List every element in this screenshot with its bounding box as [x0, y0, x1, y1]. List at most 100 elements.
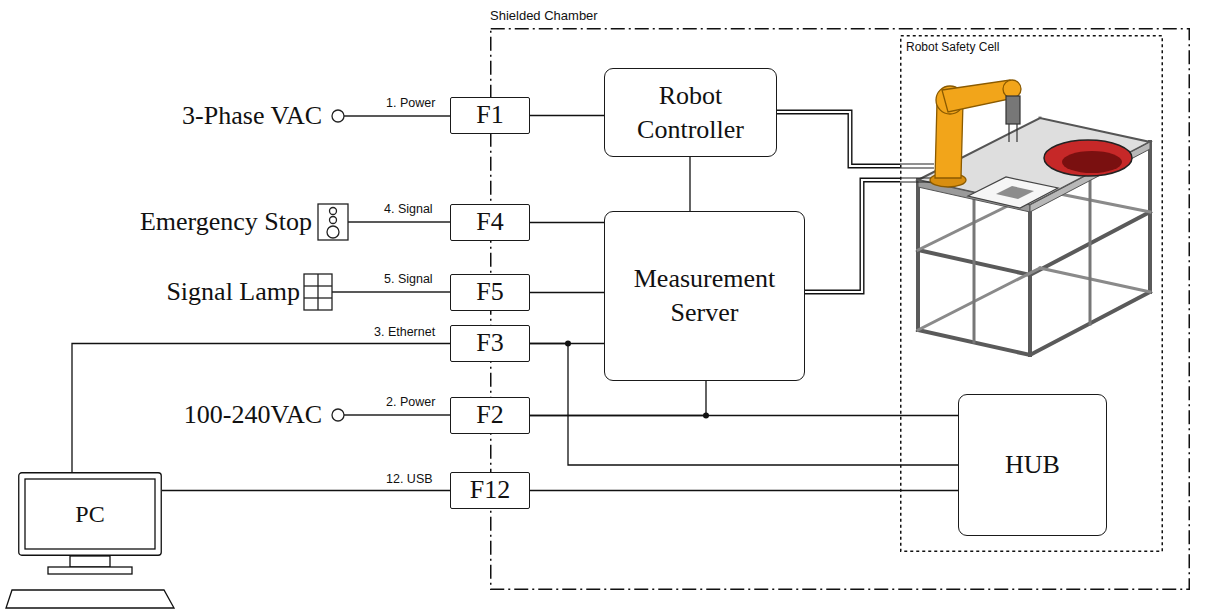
node-label: F2: [476, 401, 503, 430]
robot-gripper: [1006, 96, 1020, 142]
wire-label: 4. Signal: [384, 202, 433, 217]
node-label: F5: [476, 278, 503, 307]
signal-lamp-symbol: [317, 274, 318, 310]
wire-connector: [530, 490, 958, 491]
robot-arm: [942, 80, 1014, 112]
frame-profile: [1040, 268, 1150, 292]
robot-gripper: [1008, 124, 1009, 142]
emergency-stop-symbol: [330, 217, 337, 224]
node-label: F1: [476, 101, 503, 130]
monitor-outline: [25, 479, 155, 549]
frame-profile: [973, 192, 976, 342]
wire-label: 12. USB: [384, 472, 435, 487]
region-heading: Robot Safety Cell: [906, 40, 999, 54]
robot-cable: [900, 163, 934, 164]
wire-label: 3. Ethernet: [372, 325, 437, 340]
cable-core: [777, 112, 900, 166]
pc-monitor: PC: [18, 472, 162, 556]
connector-layer: [72, 112, 958, 491]
robot-cable: [900, 177, 934, 178]
safety-cell: Robot Safety CellHUB: [900, 35, 1163, 552]
monitor-outline: [19, 473, 162, 556]
server-box: Measurement Server: [604, 211, 805, 381]
frame-profile: [1028, 205, 1032, 355]
robot-arm: [930, 80, 1021, 187]
feedthrough-box: F4: [450, 204, 530, 241]
node-label: HUB: [1005, 448, 1060, 482]
wire-connector: [72, 344, 450, 473]
wire-connector: [530, 381, 706, 416]
feedthrough-box: F5: [450, 274, 530, 311]
frame-profile: [918, 292, 1150, 355]
red-opening-inner: [1062, 151, 1122, 173]
device-label: Signal Lamp: [166, 276, 300, 307]
hub-box: HUB: [958, 394, 1107, 536]
source-label: 100-240VAC: [184, 399, 322, 430]
emergency-stop-symbol: [327, 226, 339, 238]
emergency-stop-symbol: [330, 208, 337, 215]
node-label: Robot Controller: [613, 79, 768, 147]
wire-label: 2. Power: [386, 395, 435, 410]
frame-profile: [916, 180, 920, 330]
junction-dot: [703, 413, 709, 419]
region-outline: [491, 29, 1190, 590]
device-label: Emergency Stop: [140, 206, 312, 237]
frame-profile: [1089, 174, 1092, 324]
wire-connector: [530, 115, 604, 116]
source-label: 3-Phase VAC: [182, 100, 322, 131]
wire-connector: [689, 157, 690, 211]
wire-connector: [530, 222, 604, 223]
node-label: PC: [75, 500, 104, 529]
wire-connector: [530, 415, 958, 416]
monitor-outline: [48, 567, 132, 574]
source-wire: [344, 414, 450, 415]
robot-cable: [900, 164, 934, 182]
wire-connector: [162, 490, 450, 491]
frame-profile: [918, 268, 1040, 330]
cable-connector: [777, 112, 900, 166]
emergency-stop-symbol: [318, 204, 348, 240]
robot-gripper: [1016, 124, 1017, 142]
cable-connector: [805, 180, 900, 292]
signal-lamp-symbol: [304, 274, 332, 310]
controller-box: Robot Controller: [604, 68, 777, 157]
region-outline: [901, 36, 1163, 552]
robot-cable: [900, 181, 934, 182]
fixture-plate: [968, 177, 1058, 208]
feedthrough-box: F12: [450, 472, 530, 509]
wire-label: 5. Signal: [384, 272, 433, 287]
feedthrough-box: F2: [450, 397, 530, 434]
region-heading: Shielded Chamber: [490, 8, 598, 24]
red-opening: [1044, 140, 1132, 176]
node-label: Measurement Server: [613, 262, 796, 330]
power-source-symbol: [332, 110, 344, 421]
junction-dot: [565, 341, 571, 347]
emergency-stop-symbol: [318, 204, 348, 240]
feedthrough-box: F3: [450, 325, 530, 362]
robot-cable: [900, 167, 934, 168]
robot-arm: [1003, 80, 1021, 98]
wire-connector: [530, 292, 604, 293]
monitor-outline: [70, 556, 110, 567]
source-wire: [332, 116, 450, 415]
source-wire: [344, 115, 450, 116]
source-wire: [332, 291, 450, 292]
node-label: F3: [476, 329, 503, 358]
cable-core: [805, 180, 900, 292]
node-label: F12: [470, 476, 510, 505]
fixture-slot: [996, 186, 1034, 199]
monitor-outline: [6, 590, 174, 608]
power-source-symbol: [332, 409, 344, 421]
signal-lamp-symbol: [304, 274, 332, 310]
robot-gripper: [1006, 96, 1020, 124]
source-wire: [348, 221, 450, 222]
feedthrough-box: F1: [450, 97, 530, 134]
robot-cell-illustration: [900, 80, 1150, 355]
frame-profile: [918, 212, 1150, 275]
wire-label: 1. Power: [386, 96, 435, 111]
node-label: F4: [476, 208, 503, 237]
frame-profile: [1148, 142, 1152, 292]
power-source-symbol: [332, 110, 344, 122]
shielded-chamber: Shielded ChamberF1Robot ControllerRobot …: [490, 28, 1190, 590]
